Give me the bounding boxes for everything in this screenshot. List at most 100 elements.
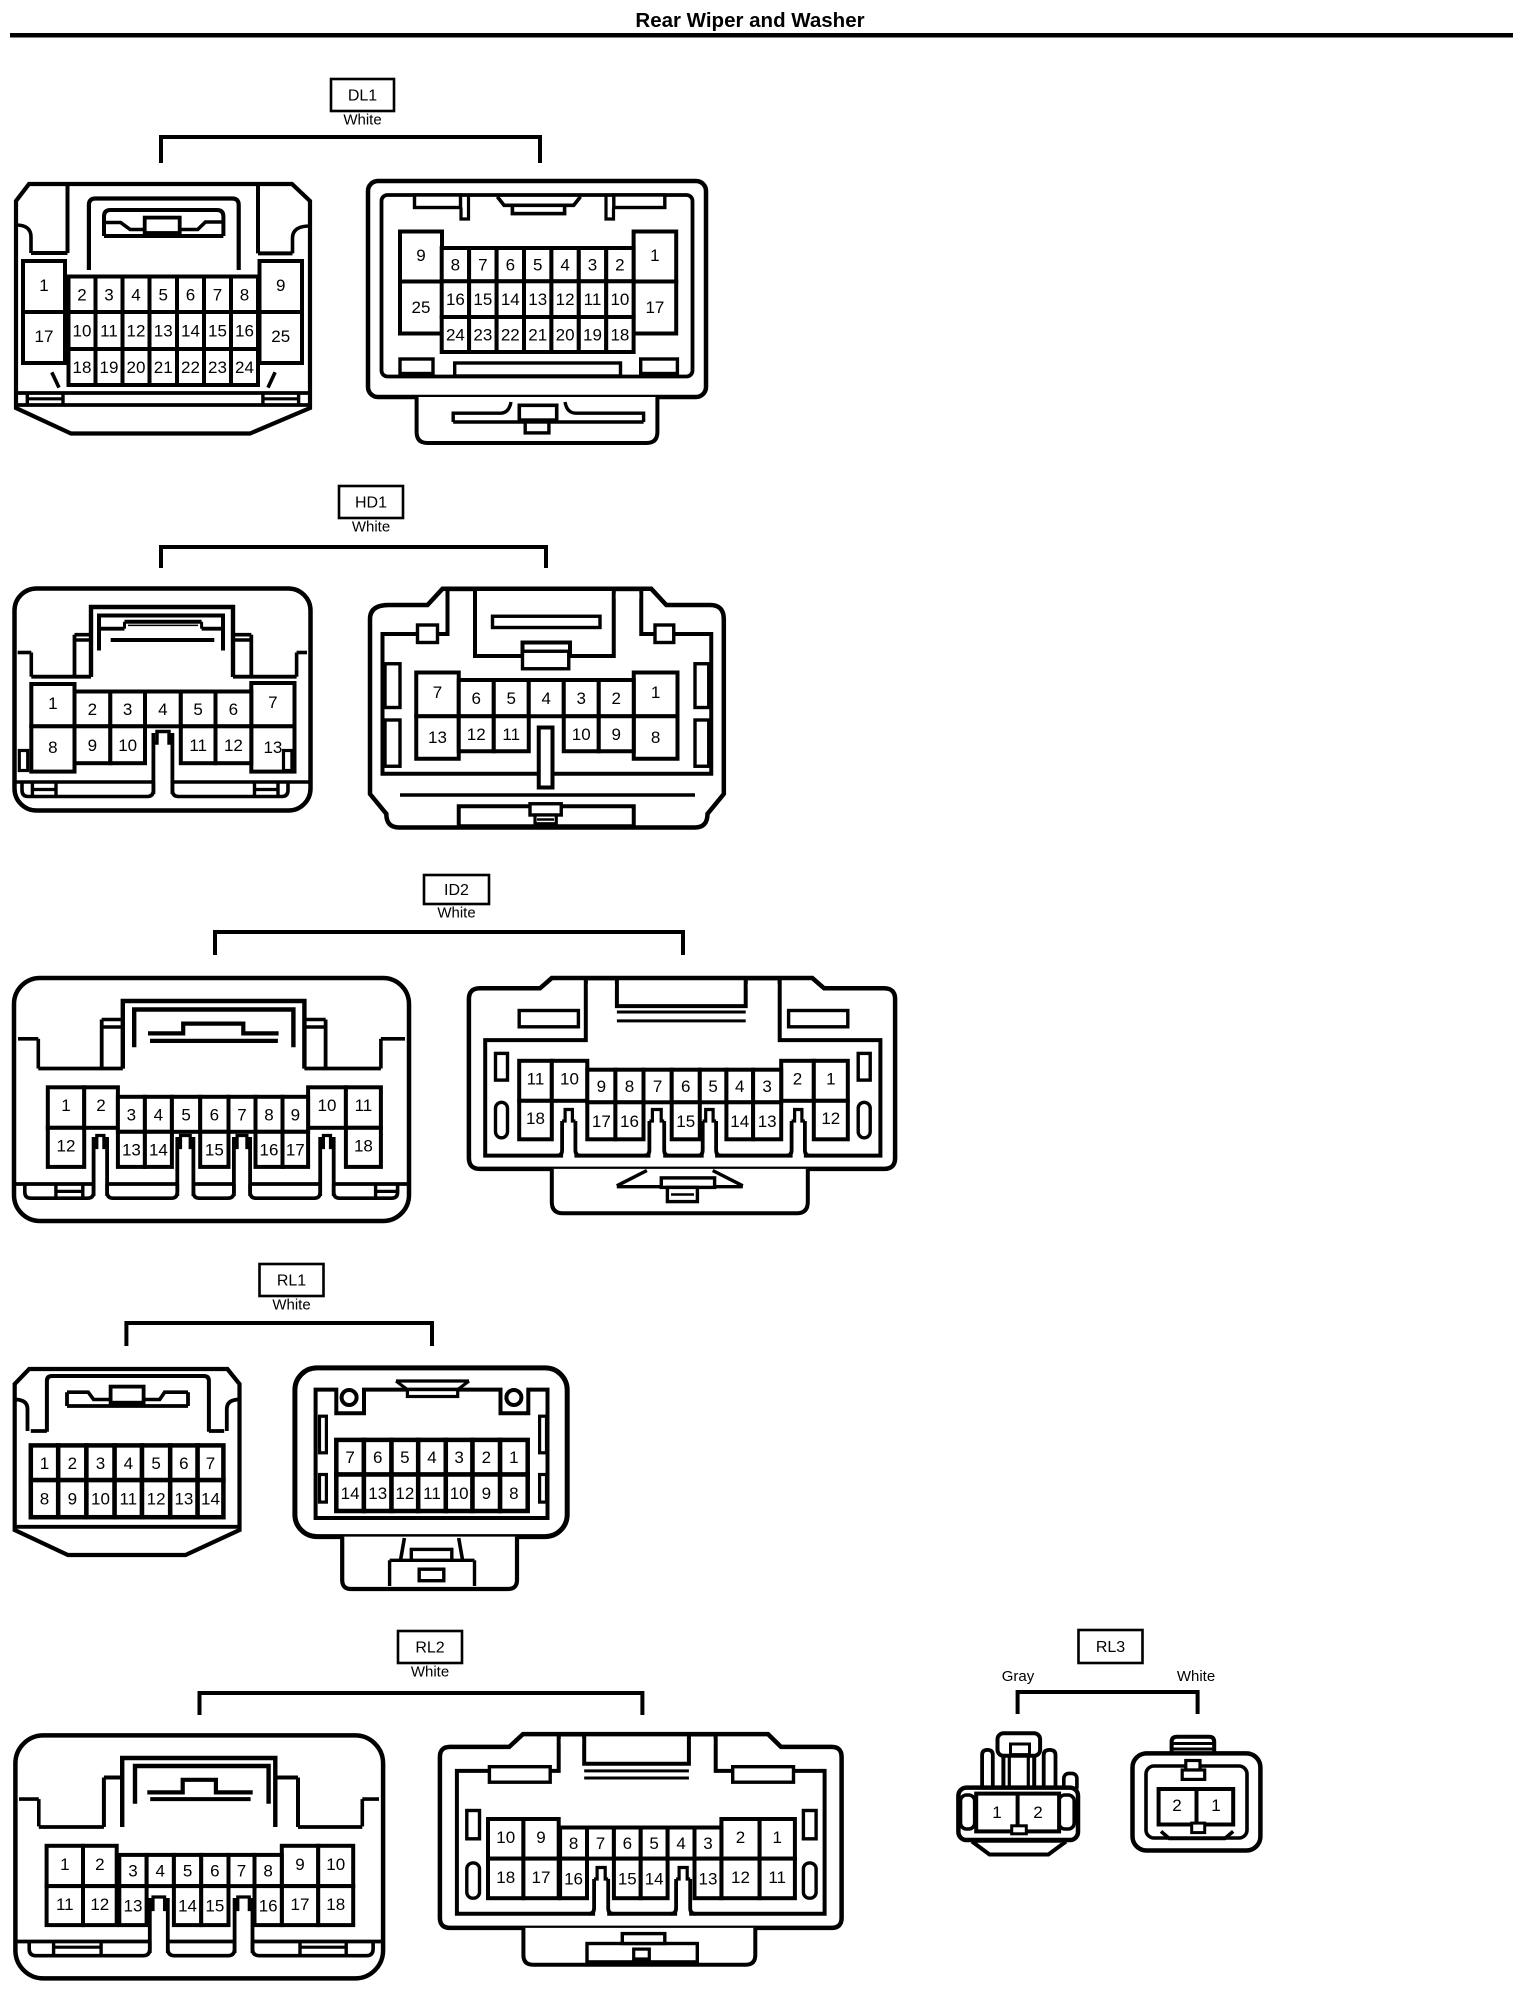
svg-text:3: 3 bbox=[577, 689, 586, 708]
svg-text:RL2: RL2 bbox=[415, 1640, 444, 1657]
svg-text:3: 3 bbox=[128, 1862, 137, 1881]
svg-text:11: 11 bbox=[56, 1895, 74, 1914]
svg-text:3: 3 bbox=[703, 1834, 712, 1853]
svg-text:17: 17 bbox=[35, 327, 54, 346]
svg-text:Gray: Gray bbox=[1002, 1668, 1035, 1685]
svg-text:13: 13 bbox=[123, 1897, 142, 1916]
svg-text:15: 15 bbox=[205, 1897, 224, 1916]
svg-text:16: 16 bbox=[259, 1897, 278, 1916]
svg-text:White: White bbox=[1177, 1668, 1215, 1685]
svg-text:2: 2 bbox=[615, 256, 624, 275]
svg-text:5: 5 bbox=[649, 1834, 658, 1853]
svg-text:12: 12 bbox=[57, 1137, 76, 1156]
svg-text:10: 10 bbox=[326, 1855, 345, 1874]
svg-text:7: 7 bbox=[213, 285, 222, 304]
svg-text:17: 17 bbox=[645, 298, 664, 317]
svg-text:2: 2 bbox=[1172, 1796, 1181, 1815]
svg-text:1: 1 bbox=[39, 276, 48, 295]
svg-text:22: 22 bbox=[501, 326, 520, 345]
svg-text:18: 18 bbox=[326, 1895, 345, 1914]
svg-text:2: 2 bbox=[1033, 1803, 1042, 1822]
svg-text:4: 4 bbox=[158, 700, 167, 719]
svg-text:7: 7 bbox=[206, 1454, 215, 1473]
svg-text:21: 21 bbox=[154, 358, 173, 377]
svg-text:9: 9 bbox=[291, 1105, 300, 1124]
svg-text:14: 14 bbox=[501, 290, 520, 309]
svg-text:18: 18 bbox=[73, 358, 92, 377]
svg-text:11: 11 bbox=[355, 1096, 373, 1115]
svg-text:1: 1 bbox=[1211, 1796, 1220, 1815]
svg-text:4: 4 bbox=[124, 1454, 133, 1473]
svg-text:12: 12 bbox=[556, 290, 575, 309]
svg-text:13: 13 bbox=[174, 1490, 193, 1509]
svg-text:DL1: DL1 bbox=[348, 88, 377, 105]
svg-text:7: 7 bbox=[478, 256, 487, 275]
svg-text:5: 5 bbox=[708, 1077, 717, 1096]
svg-text:8: 8 bbox=[509, 1484, 518, 1503]
svg-text:5: 5 bbox=[193, 700, 202, 719]
svg-text:13: 13 bbox=[368, 1484, 387, 1503]
svg-text:20: 20 bbox=[127, 358, 146, 377]
svg-text:11: 11 bbox=[584, 290, 602, 309]
svg-text:3: 3 bbox=[454, 1448, 463, 1467]
svg-text:18: 18 bbox=[610, 326, 629, 345]
svg-text:12: 12 bbox=[395, 1484, 414, 1503]
svg-text:24: 24 bbox=[446, 326, 465, 345]
svg-text:RL1: RL1 bbox=[277, 1273, 306, 1290]
svg-text:25: 25 bbox=[412, 298, 431, 317]
svg-text:15: 15 bbox=[618, 1869, 637, 1888]
svg-text:14: 14 bbox=[149, 1140, 168, 1159]
svg-text:7: 7 bbox=[433, 683, 442, 702]
svg-text:12: 12 bbox=[224, 736, 243, 755]
svg-text:4: 4 bbox=[542, 689, 551, 708]
svg-text:1: 1 bbox=[60, 1855, 69, 1874]
svg-text:6: 6 bbox=[373, 1448, 382, 1467]
svg-text:21: 21 bbox=[528, 326, 547, 345]
svg-text:10: 10 bbox=[91, 1490, 110, 1509]
svg-text:10: 10 bbox=[610, 290, 629, 309]
svg-text:9: 9 bbox=[276, 276, 285, 295]
svg-text:13: 13 bbox=[154, 322, 173, 341]
svg-text:4: 4 bbox=[427, 1448, 436, 1467]
svg-text:1: 1 bbox=[48, 694, 57, 713]
svg-text:1: 1 bbox=[772, 1828, 781, 1847]
svg-text:6: 6 bbox=[179, 1454, 188, 1473]
svg-text:25: 25 bbox=[271, 327, 290, 346]
svg-text:5: 5 bbox=[400, 1448, 409, 1467]
svg-text:10: 10 bbox=[496, 1828, 515, 1847]
svg-text:1: 1 bbox=[509, 1448, 518, 1467]
svg-text:8: 8 bbox=[451, 256, 460, 275]
svg-text:8: 8 bbox=[651, 728, 660, 747]
svg-text:14: 14 bbox=[178, 1897, 197, 1916]
svg-text:14: 14 bbox=[181, 322, 200, 341]
svg-text:6: 6 bbox=[506, 256, 515, 275]
svg-text:14: 14 bbox=[341, 1484, 360, 1503]
svg-text:16: 16 bbox=[620, 1112, 639, 1131]
svg-text:5: 5 bbox=[151, 1454, 160, 1473]
svg-text:9: 9 bbox=[295, 1855, 304, 1874]
svg-text:11: 11 bbox=[189, 736, 207, 755]
svg-text:3: 3 bbox=[96, 1454, 105, 1473]
svg-text:4: 4 bbox=[131, 285, 140, 304]
svg-text:4: 4 bbox=[156, 1862, 165, 1881]
svg-text:18: 18 bbox=[354, 1137, 373, 1156]
svg-text:15: 15 bbox=[473, 290, 492, 309]
svg-text:7: 7 bbox=[596, 1834, 605, 1853]
svg-text:14: 14 bbox=[645, 1869, 664, 1888]
svg-text:7: 7 bbox=[237, 1862, 246, 1881]
svg-text:7: 7 bbox=[345, 1448, 354, 1467]
svg-text:9: 9 bbox=[536, 1828, 545, 1847]
svg-text:12: 12 bbox=[90, 1895, 109, 1914]
svg-text:3: 3 bbox=[123, 700, 132, 719]
svg-text:17: 17 bbox=[592, 1112, 611, 1131]
svg-text:2: 2 bbox=[793, 1070, 802, 1089]
svg-text:23: 23 bbox=[208, 358, 227, 377]
svg-text:Rear Wiper and Washer: Rear Wiper and Washer bbox=[635, 9, 864, 32]
svg-text:11: 11 bbox=[527, 1070, 545, 1089]
svg-text:13: 13 bbox=[122, 1140, 141, 1159]
svg-text:3: 3 bbox=[588, 256, 597, 275]
svg-text:2: 2 bbox=[88, 700, 97, 719]
svg-text:17: 17 bbox=[291, 1895, 310, 1914]
svg-text:12: 12 bbox=[731, 1868, 750, 1887]
svg-text:1: 1 bbox=[826, 1070, 835, 1089]
